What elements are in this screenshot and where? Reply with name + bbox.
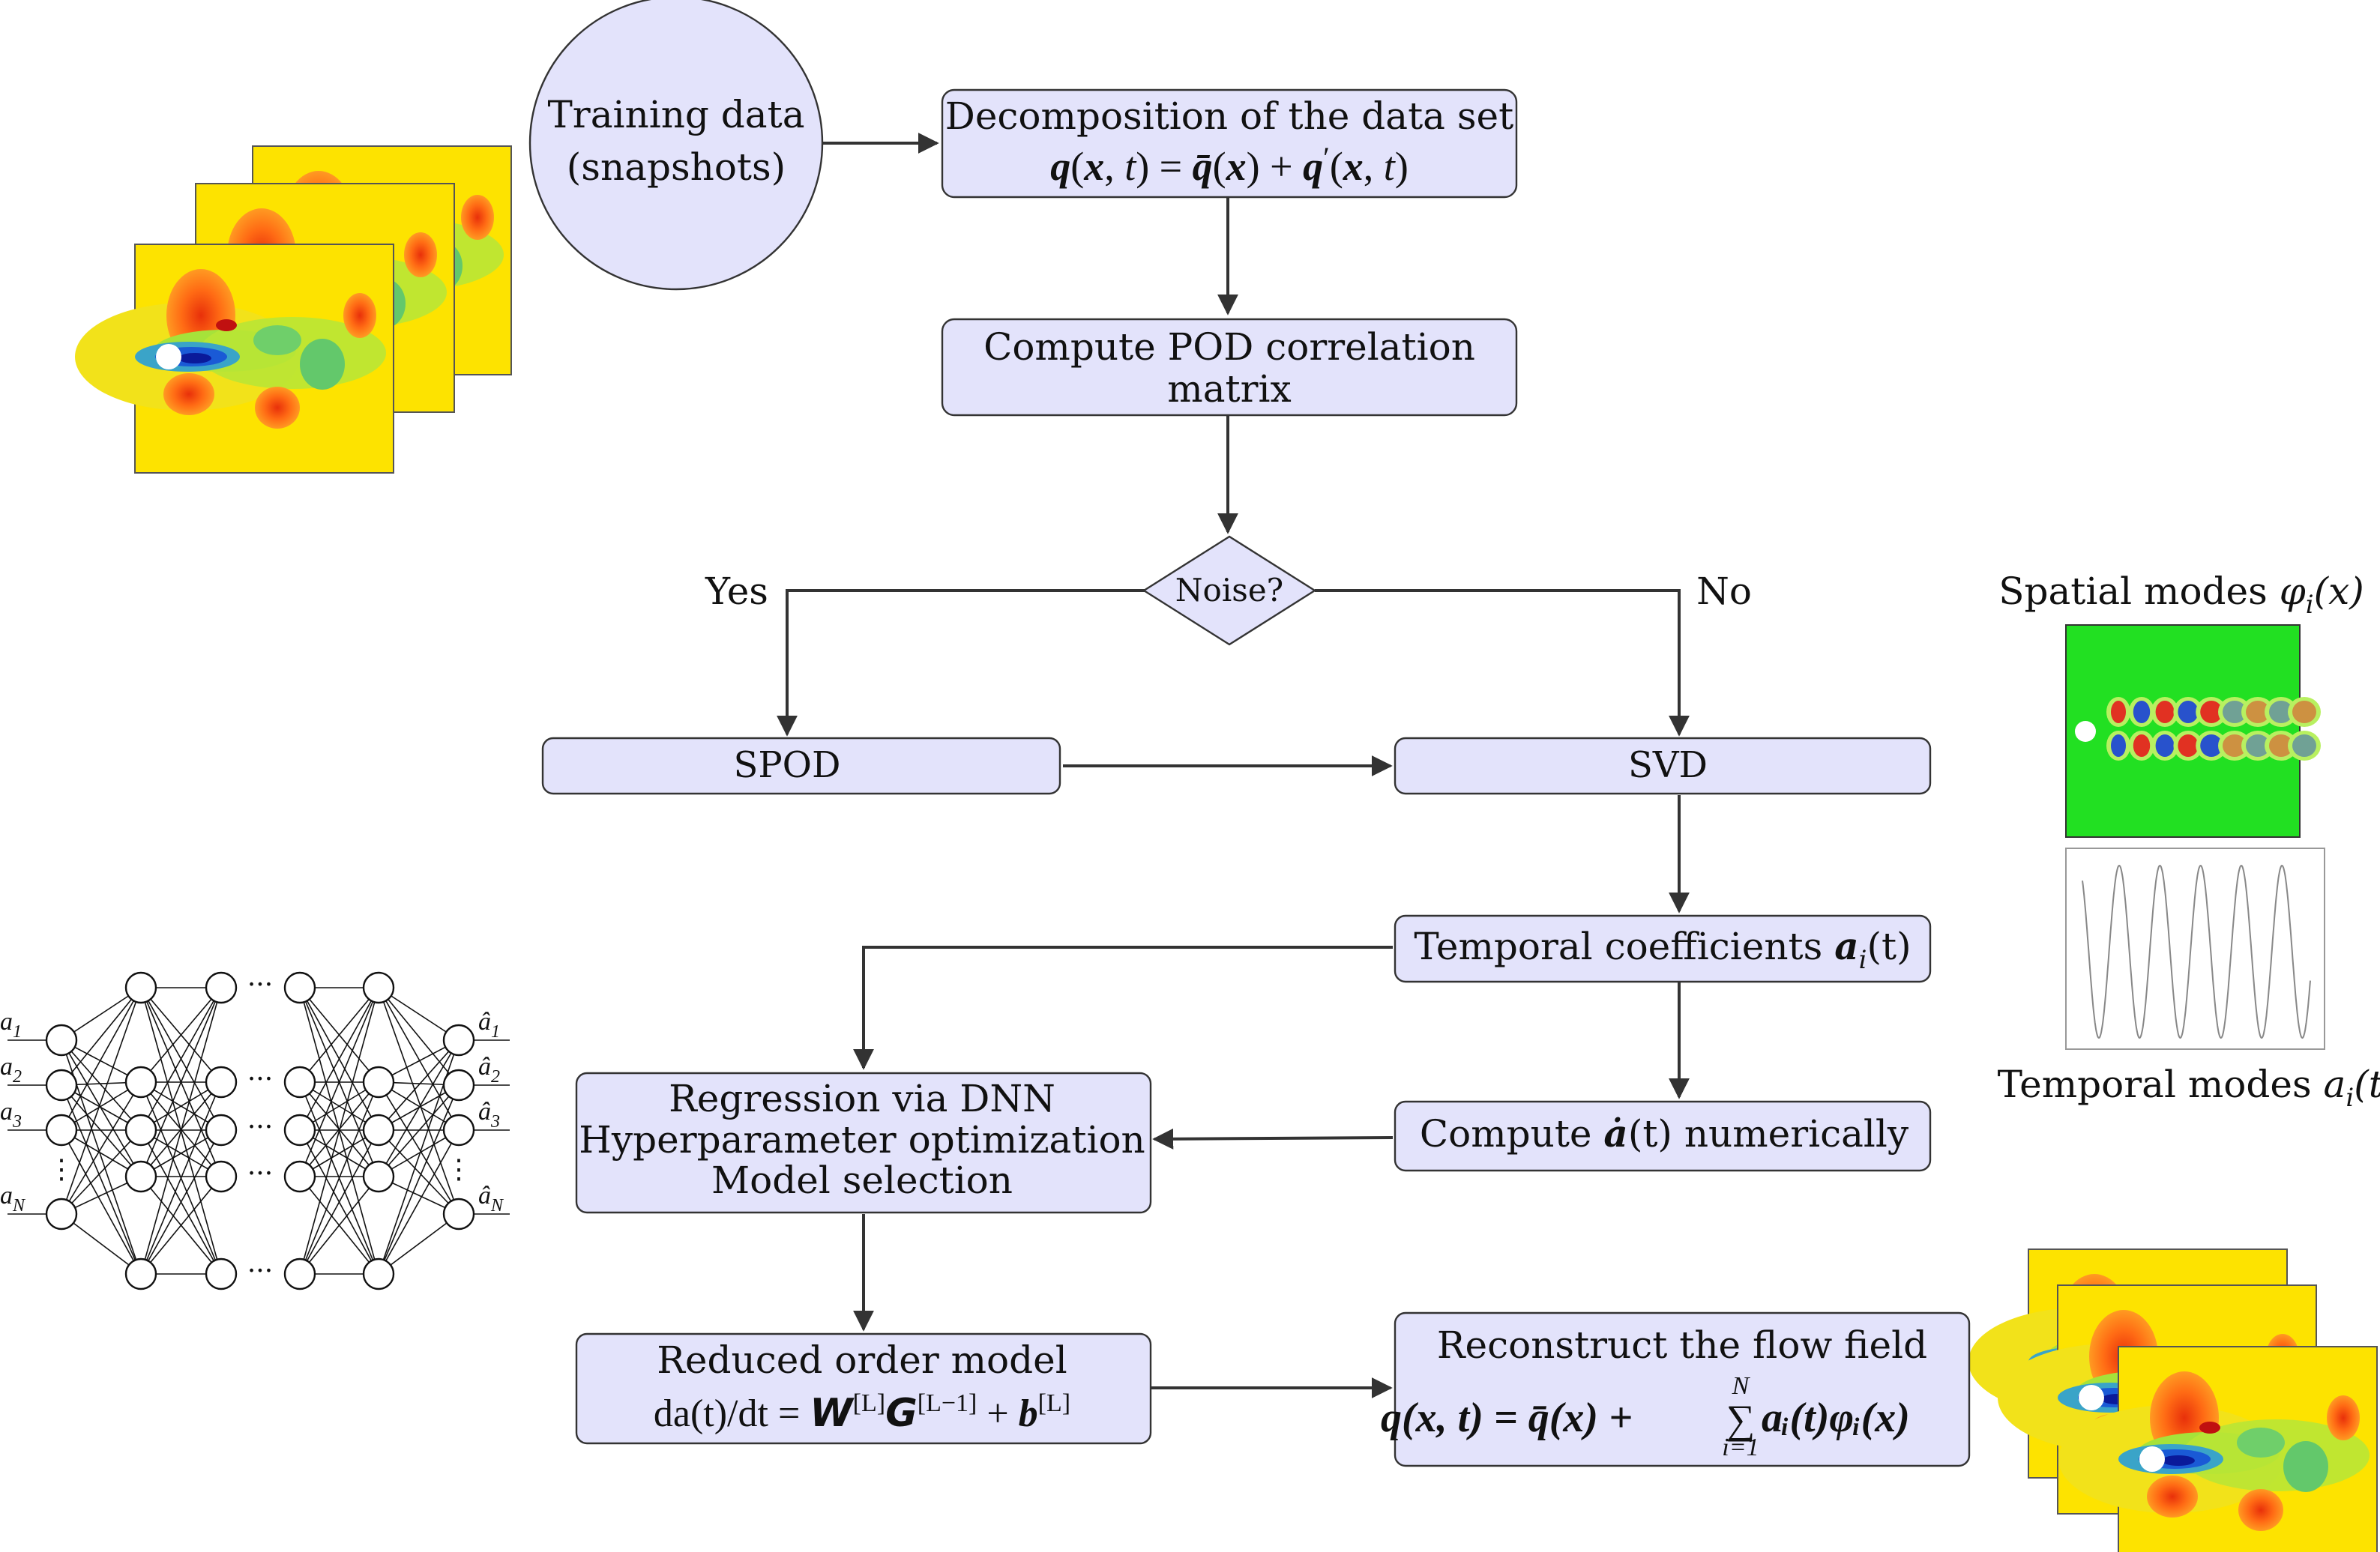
connectors (777, 133, 1690, 1398)
reconstructed-flow-image (1968, 1248, 2378, 1552)
compute-derivative-box: Compute ȧ(t) numerically (1394, 1100, 1932, 1172)
reconstruct-title: Reconstruct the flow field (1437, 1323, 1927, 1367)
rom-equation: da(t)/dt = W[L]G[L−1] + b[L] (654, 1389, 1070, 1436)
svd-label: SVD (1628, 744, 1708, 786)
noise-label: Noise? (1175, 572, 1283, 609)
spatial-mode-image (2065, 624, 2321, 838)
sum-symbol: ∑ (1726, 1397, 1756, 1442)
vertical-ellipsis: ⋮ (445, 1154, 472, 1185)
reconstruct-rhs: aᵢ(t)φᵢ(x) (1762, 1395, 1910, 1441)
training-label-2: (snapshots) (567, 145, 786, 189)
pod-correlation-box: Compute POD correlation matrix (941, 318, 1518, 417)
yes-label: Yes (705, 570, 768, 613)
dnn-regression-box: Regression via DNN Hyperparameter optimi… (575, 1072, 1152, 1214)
layer-ellipsis: ··· (247, 1064, 273, 1095)
dnn-label-1: Regression via DNN (669, 1077, 1055, 1120)
sum-lower: i=1 (1722, 1434, 1759, 1461)
layer-ellipsis: ··· (247, 970, 273, 1000)
svd-box: SVD (1394, 737, 1932, 795)
decomposition-equation: q(x, t) = q̄(x) + q′(x, t) (1050, 141, 1409, 189)
temporal-coefficients-label: Temporal coefficients ai(t) (1414, 924, 1911, 975)
training-snapshots-image (74, 145, 512, 474)
decomposition-box: Decomposition of the data set q(x, t) = … (941, 88, 1518, 199)
compute-derivative-label: Compute ȧ(t) numerically (1420, 1111, 1909, 1156)
spod-label: SPOD (733, 744, 840, 786)
layer-ellipsis: ··· (247, 1256, 273, 1287)
output-label: â3 (478, 1098, 500, 1132)
spatial-modes-label: Spatial modes φi(x) (1998, 570, 2364, 620)
decomposition-title: Decomposition of the data set (945, 94, 1513, 138)
no-label: No (1696, 570, 1752, 613)
input-label: aN (0, 1182, 26, 1216)
reconstruct-lhs: q(x, t) = q̄(x) + (1381, 1395, 1633, 1441)
output-label: â2 (478, 1053, 500, 1087)
temporal-modes-label: Temporal modes ai(t) (1998, 1063, 2380, 1113)
dnn-label-3: Model selection (711, 1159, 1013, 1202)
vertical-ellipsis: ⋮ (48, 1154, 75, 1185)
training-label-1: Training data (547, 93, 804, 136)
input-label: a1 (0, 1008, 22, 1042)
sum-upper: N (1732, 1372, 1751, 1400)
pod-label-2: matrix (1167, 367, 1291, 411)
spod-box: SPOD (541, 737, 1061, 795)
reconstruct-box: Reconstruct the flow field q(x, t) = q̄(… (1381, 1311, 1971, 1467)
input-label: a2 (0, 1053, 22, 1087)
output-label: â1 (478, 1008, 500, 1042)
input-label: a3 (0, 1098, 22, 1132)
noise-decision: Noise? (1142, 535, 1317, 646)
rom-title: Reduced order model (657, 1338, 1067, 1382)
layer-ellipsis: ··· (247, 1159, 273, 1189)
temporal-coefficients-box: Temporal coefficients ai(t) (1394, 914, 1932, 983)
output-label: âN (478, 1182, 504, 1216)
reduced-order-model-box: Reduced order model da(t)/dt = W[L]G[L−1… (575, 1332, 1152, 1445)
dnn-label-2: Hyperparameter optimization (579, 1118, 1145, 1162)
temporal-mode-plot (2065, 848, 2325, 1050)
training-data-node: Training data (snapshots) (528, 0, 824, 291)
pod-label-1: Compute POD correlation (983, 325, 1475, 369)
neural-network-schematic: ··· ··· ··· ··· ··· ⋮ ⋮ a1 a2 a3 aN â1 â2 â3 âN (0, 970, 510, 1290)
layer-ellipsis: ··· (247, 1112, 273, 1143)
